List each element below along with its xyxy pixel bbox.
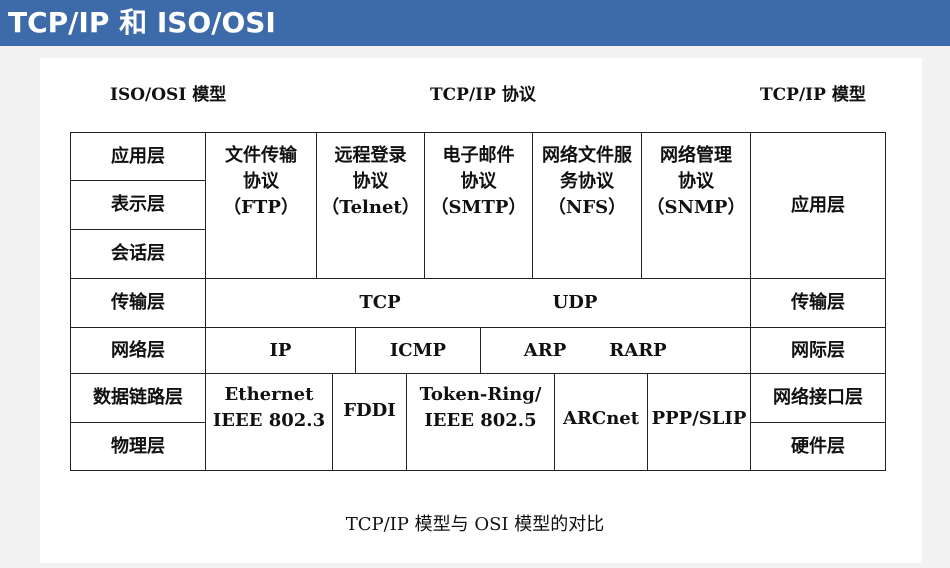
ip-protocol-cell: IP	[205, 327, 356, 374]
tcpip-transport-layer: 传输层	[750, 278, 886, 328]
tcpip-application-label: 应用层	[791, 194, 845, 216]
udp-protocol: UDP	[525, 290, 625, 316]
arp-protocol-label: ARP	[523, 340, 567, 361]
osi-transport-label: 传输层	[111, 292, 165, 313]
snmp-protocol-label: 网络管理 协议 （SNMP）	[646, 145, 746, 218]
udp-protocol-label: UDP	[552, 292, 598, 313]
arp-rarp-cell	[480, 327, 751, 374]
tcpip-hardware-label: 硬件层	[791, 435, 845, 457]
icmp-protocol-label: ICMP	[389, 339, 447, 361]
ppp-slip-protocol-cell: PPP/SLIP	[647, 373, 751, 471]
tcpip-interface-layer: 网络接口层	[750, 373, 886, 423]
snmp-protocol-cell: 网络管理 协议 （SNMP）	[641, 132, 751, 279]
rarp-protocol-label: RARP	[609, 340, 667, 361]
tcpip-protocols-heading: TCP/IP 协议	[430, 85, 536, 105]
page-title: TCP/IP 和 ISO/OSI	[8, 6, 276, 39]
transport-protocols-cell	[205, 278, 751, 328]
osi-datalink-label: 数据链路层	[93, 387, 183, 408]
osi-session-label: 会话层	[111, 243, 165, 264]
tokenring-protocol-label: Token-Ring/ IEEE 802.5	[419, 384, 542, 431]
arcnet-protocol-label: ARCnet	[562, 408, 640, 429]
arcnet-protocol-cell: ARCnet	[554, 373, 648, 471]
tcpip-hardware-layer: 硬件层	[750, 422, 886, 471]
telnet-protocol-cell: 远程登录 协议 （Telnet）	[316, 132, 425, 279]
page-header: TCP/IP 和 ISO/OSI	[0, 0, 950, 46]
fddi-protocol-label: FDDI	[343, 400, 396, 421]
ethernet-protocol-label: Ethernet IEEE 802.3	[212, 384, 326, 431]
osi-network-layer: 网络层	[70, 327, 206, 374]
diagram-caption: TCP/IP 模型与 OSI 模型的对比	[345, 514, 605, 535]
osi-presentation-layer: 表示层	[70, 180, 206, 230]
osi-network-label: 网络层	[111, 339, 165, 361]
nfs-protocol-label: 网络文件服 务协议 （NFS）	[542, 145, 632, 218]
ethernet-protocol-cell: Ethernet IEEE 802.3	[205, 373, 333, 471]
rarp-protocol: RARP	[598, 338, 678, 364]
telnet-protocol-label: 远程登录 协议 （Telnet）	[321, 145, 420, 218]
tcp-protocol: TCP	[330, 290, 430, 316]
tcpip-transport-label: 传输层	[791, 292, 845, 313]
ftp-protocol-cell: 文件传输 协议 （FTP）	[205, 132, 317, 279]
ppp-slip-protocol-label: PPP/SLIP	[651, 408, 747, 429]
osi-application-layer: 应用层	[70, 132, 206, 181]
smtp-protocol-label: 电子邮件 协议 （SMTP）	[430, 145, 527, 218]
smtp-protocol-cell: 电子邮件 协议 （SMTP）	[424, 132, 533, 279]
tcpip-model-heading: TCP/IP 模型	[760, 85, 866, 105]
osi-datalink-layer: 数据链路层	[70, 373, 206, 423]
ip-protocol-label: IP	[269, 339, 292, 361]
tcpip-interface-label: 网络接口层	[773, 387, 863, 408]
fddi-protocol-cell: FDDI	[332, 373, 407, 471]
osi-physical-layer: 物理层	[70, 422, 206, 471]
nfs-protocol-cell: 网络文件服 务协议 （NFS）	[532, 132, 642, 279]
tokenring-protocol-cell: Token-Ring/ IEEE 802.5	[406, 373, 555, 471]
osi-model-heading: ISO/OSI 模型	[110, 85, 227, 105]
tcpip-internet-label: 网际层	[791, 339, 845, 361]
osi-application-label: 应用层	[111, 145, 165, 167]
osi-transport-layer: 传输层	[70, 278, 206, 328]
osi-session-layer: 会话层	[70, 229, 206, 279]
ftp-protocol-label: 文件传输 协议 （FTP）	[223, 145, 299, 218]
tcpip-application-layer: 应用层	[750, 132, 886, 279]
osi-presentation-label: 表示层	[111, 194, 165, 215]
tcpip-internet-layer: 网际层	[750, 327, 886, 374]
icmp-protocol-cell: ICMP	[355, 327, 481, 374]
arp-protocol: ARP	[505, 338, 585, 364]
tcp-protocol-label: TCP	[359, 292, 401, 313]
osi-physical-label: 物理层	[111, 435, 165, 457]
